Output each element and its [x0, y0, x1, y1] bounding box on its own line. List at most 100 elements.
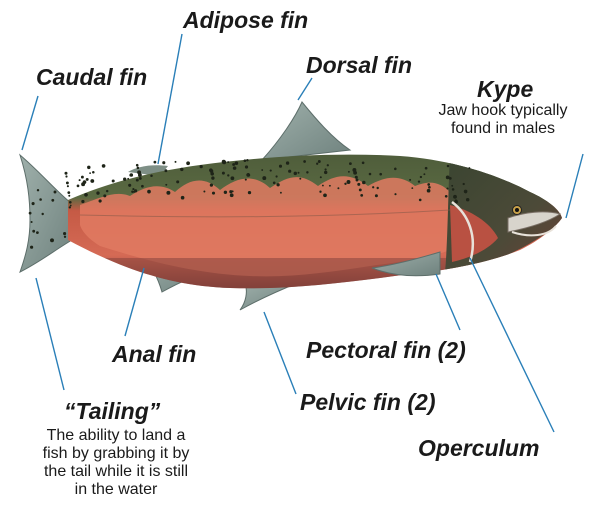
spot — [327, 164, 329, 166]
spot — [394, 193, 396, 195]
tailing-description-line: fish by grabbing it by — [6, 445, 226, 463]
spot — [294, 172, 297, 175]
spot — [379, 173, 382, 176]
spot — [316, 163, 318, 165]
tailing-description: The ability to land a fish by grabbing i… — [6, 427, 226, 499]
spot — [129, 174, 132, 177]
spot — [455, 199, 457, 201]
spot — [375, 194, 378, 197]
spot — [468, 167, 470, 169]
spot — [418, 180, 420, 182]
spot — [362, 161, 365, 164]
spot — [137, 167, 140, 170]
spot — [200, 165, 203, 168]
spot — [427, 189, 431, 193]
spot — [299, 178, 301, 180]
spot — [279, 165, 282, 168]
spot — [30, 246, 33, 249]
caudal-fin — [20, 155, 72, 272]
kype-description: Jaw hook typically found in males — [418, 102, 588, 138]
spot — [224, 191, 227, 194]
spot — [65, 172, 68, 175]
spot — [261, 169, 263, 171]
pelvic-leader — [264, 312, 296, 394]
spot — [451, 185, 453, 187]
spot — [77, 185, 80, 188]
spot — [466, 198, 469, 201]
pelvic-fin-label: Pelvic fin (2) — [300, 391, 435, 414]
spot — [419, 199, 422, 202]
spot — [203, 191, 205, 193]
spot — [377, 187, 379, 189]
anal-fin-label: Anal fin — [112, 343, 196, 366]
spot — [128, 184, 131, 187]
spot — [232, 190, 234, 192]
spot — [231, 176, 235, 180]
spot — [127, 178, 129, 180]
tailing-description-line: The ability to land a — [6, 427, 226, 445]
spot — [347, 180, 351, 184]
spot — [270, 170, 272, 172]
spot — [164, 169, 167, 172]
spot — [66, 181, 69, 184]
spot — [246, 159, 248, 161]
tailing-leader — [36, 278, 64, 390]
spot — [51, 199, 54, 202]
spot — [356, 179, 359, 182]
spot — [70, 205, 72, 207]
spot — [36, 231, 39, 234]
adipose-fin-label: Adipose fin — [183, 9, 308, 32]
spot — [31, 221, 33, 223]
spot — [280, 192, 282, 194]
spot — [99, 199, 102, 202]
spot — [248, 191, 251, 194]
spot — [324, 171, 327, 174]
spot — [123, 178, 126, 181]
spot — [348, 171, 350, 173]
spot — [141, 185, 144, 188]
spot — [102, 164, 106, 168]
spot — [244, 159, 247, 162]
spot — [409, 179, 411, 181]
spot — [180, 168, 183, 171]
operculum-leader — [470, 258, 554, 432]
spot — [325, 168, 327, 170]
spot — [337, 187, 339, 189]
spot — [181, 196, 185, 200]
kype-label: Kype — [477, 78, 533, 101]
spot — [131, 191, 133, 193]
spot — [245, 179, 247, 181]
spot — [83, 180, 87, 184]
spot — [222, 160, 226, 164]
spot — [154, 161, 157, 164]
spot — [445, 195, 448, 198]
spot — [134, 189, 137, 192]
spot — [298, 172, 300, 174]
spot — [210, 183, 213, 186]
spot — [186, 161, 190, 165]
spot — [132, 188, 134, 190]
spot — [96, 191, 99, 194]
spot — [230, 193, 234, 197]
spot — [411, 187, 413, 189]
spot — [69, 206, 71, 208]
spot — [320, 176, 322, 178]
spot — [106, 190, 108, 192]
spot — [286, 161, 289, 164]
spot — [147, 190, 151, 194]
spot — [428, 186, 431, 189]
spot — [68, 195, 70, 197]
spot — [427, 183, 430, 186]
spot — [318, 160, 321, 163]
spot — [322, 185, 324, 187]
spot — [87, 166, 90, 169]
spot — [463, 183, 465, 185]
spot — [453, 195, 457, 199]
spot — [41, 213, 43, 215]
spot — [136, 179, 139, 182]
spot — [247, 174, 250, 177]
spot — [32, 202, 35, 205]
spot — [29, 212, 32, 215]
spot — [54, 191, 57, 194]
spot — [359, 188, 362, 191]
